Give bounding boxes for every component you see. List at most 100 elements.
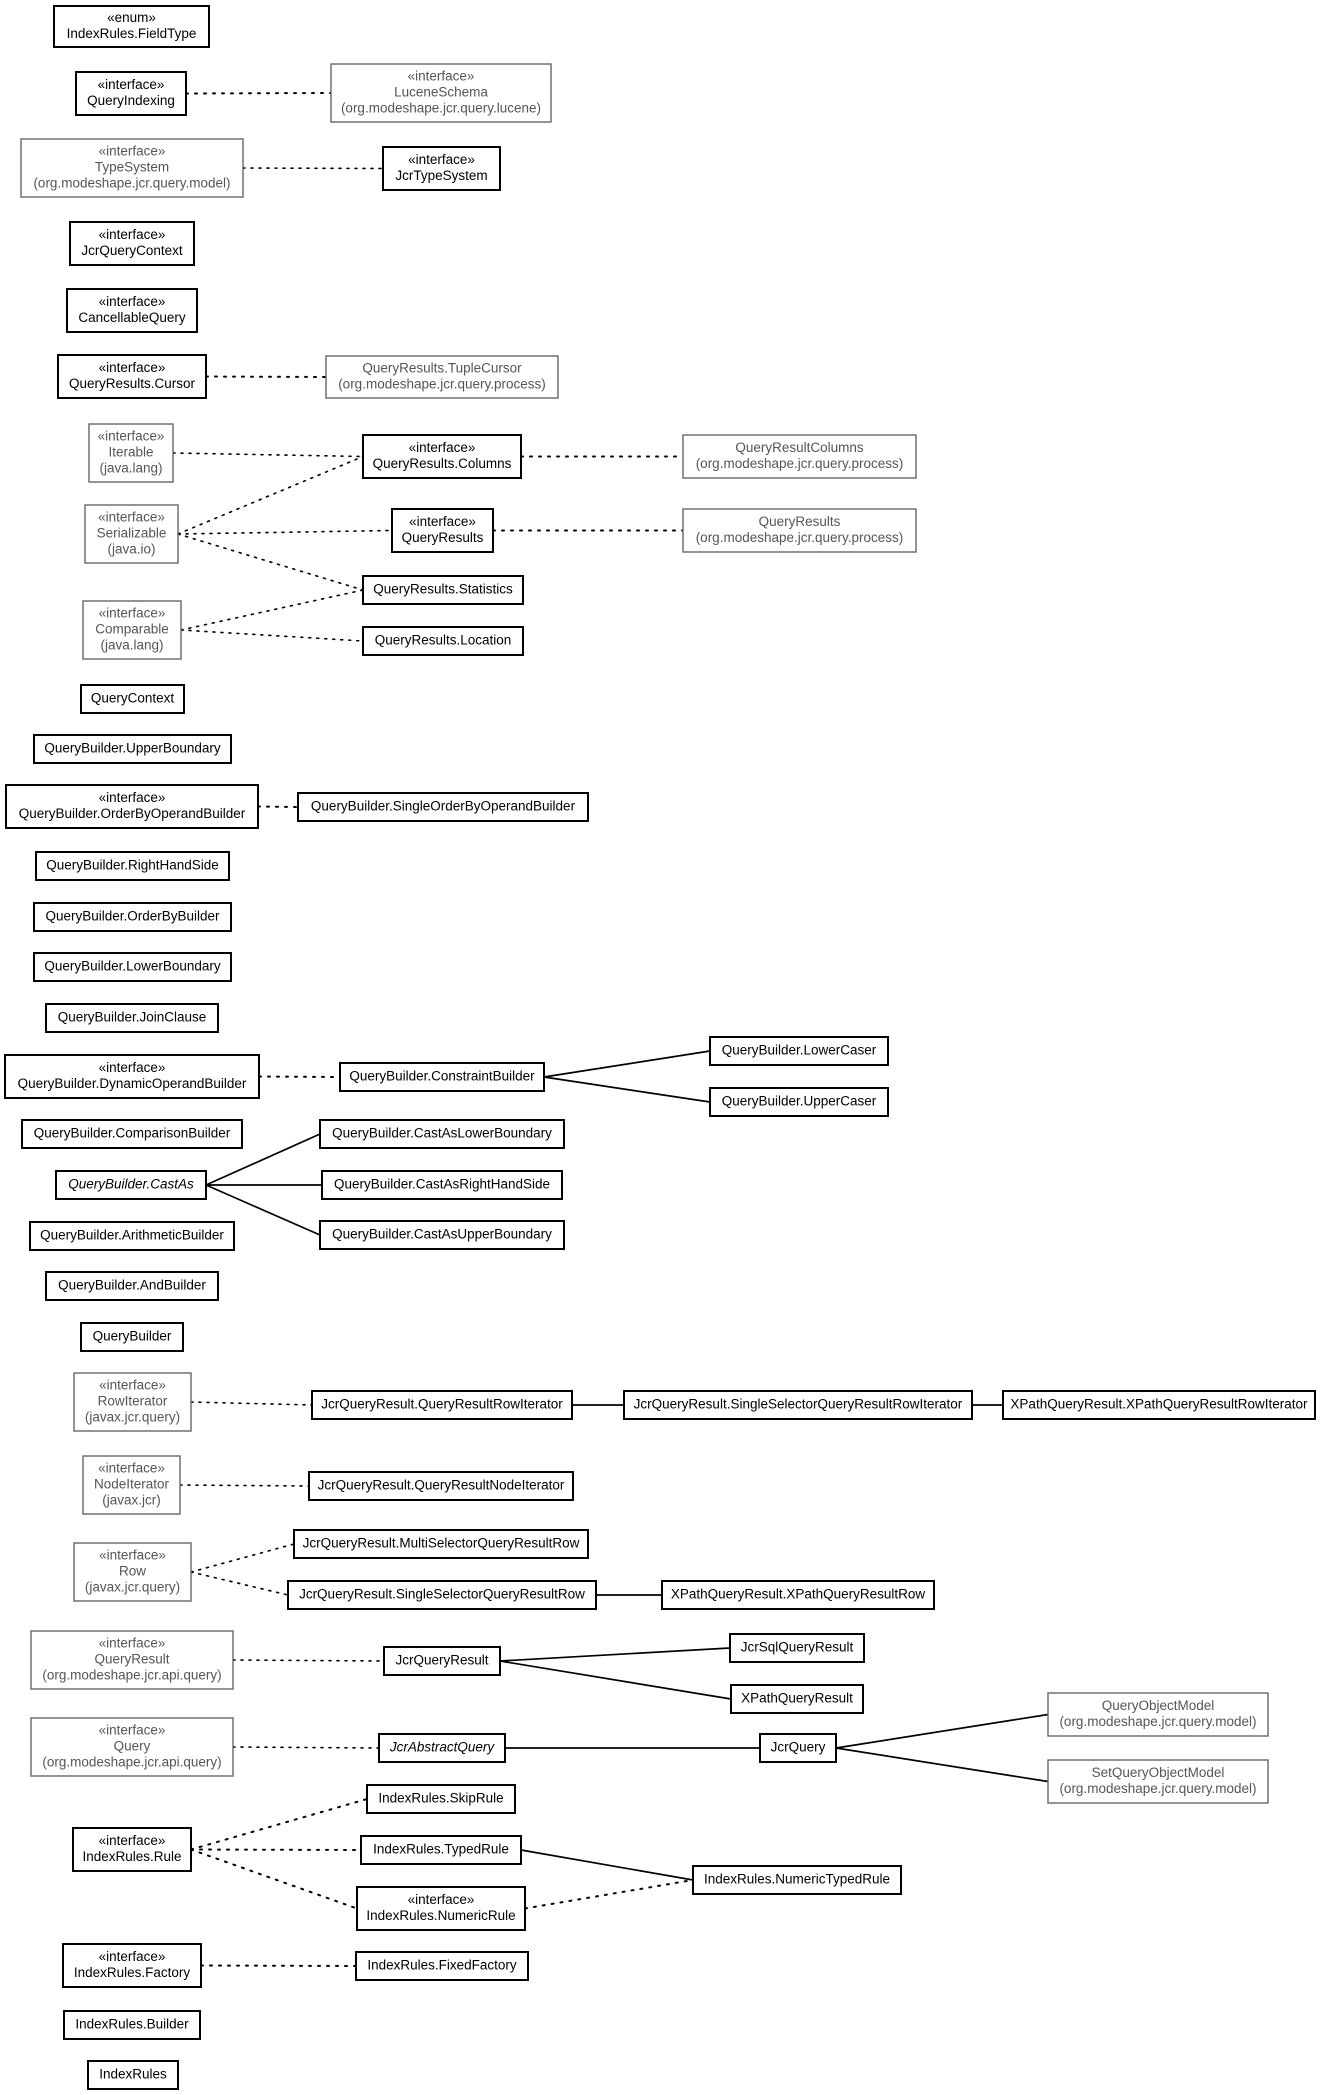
- edge-irrule-to-irtypedrule: [190, 1848, 362, 1851]
- class-box: [360, 1835, 522, 1865]
- stereotype-label: «interface»: [99, 790, 166, 805]
- class-name-label: QueryBuilder.CastAs: [68, 1177, 194, 1192]
- class-box: [362, 575, 524, 605]
- class-name-label: (org.modeshape.jcr.query.lucene): [341, 101, 541, 116]
- class-box: [378, 1733, 506, 1763]
- class-box: [82, 1455, 181, 1515]
- class-box: [20, 138, 244, 198]
- class-box: [623, 1390, 973, 1420]
- class-name-label: IndexRules.SkipRule: [378, 1791, 503, 1806]
- stereotype-label: «interface»: [99, 227, 166, 242]
- class-name-label: IndexRules.Factory: [74, 1965, 191, 1980]
- class-box: [33, 952, 232, 982]
- class-box: [45, 1003, 219, 1033]
- class-name-label: (javax.jcr.query): [85, 1580, 180, 1595]
- class-name-label: (java.lang): [100, 638, 163, 653]
- class-node-queryresults: «interface»QueryResults: [391, 508, 494, 553]
- edge-irtypedrule-to-irnumerictypedrule: [520, 1849, 694, 1881]
- class-node-irnumerictypedrule: IndexRules.NumericTypedRule: [692, 1865, 902, 1895]
- stereotype-label: «interface»: [99, 294, 166, 309]
- class-box: [297, 792, 589, 822]
- edge-nodeiterator-to-jqrnodeiter: [179, 1484, 310, 1487]
- class-node-qrcursor: «interface»QueryResults.Cursor: [57, 354, 207, 399]
- edge-irfactory-to-irfixedfactory: [200, 1964, 357, 1967]
- edge-comparable-to-qrstatistics: [180, 589, 364, 631]
- class-node-xpathrowiter: XPathQueryResult.XPathQueryResultRowIter…: [1002, 1390, 1316, 1420]
- class-name-label: QueryBuilder.SingleOrderByOperandBuilder: [311, 799, 576, 814]
- class-name-label: Serializable: [97, 526, 167, 541]
- class-node-irfixedfactory: IndexRules.FixedFactory: [355, 1951, 529, 1981]
- class-name-label: QueryBuilder.OrderByBuilder: [45, 909, 220, 924]
- class-node-qrcolumns: «interface»QueryResults.Columns: [362, 434, 522, 479]
- stereotype-label: «interface»: [98, 429, 165, 444]
- class-name-label: (java.lang): [99, 461, 162, 476]
- class-box: [35, 851, 230, 881]
- class-box: [319, 1119, 565, 1149]
- class-node-qbcastupper: QueryBuilder.CastAsUpperBoundary: [319, 1220, 565, 1250]
- edge-queryindexing-to-luceneschema: [185, 92, 332, 95]
- class-node-qband: QueryBuilder.AndBuilder: [45, 1271, 219, 1301]
- class-name-label: CancellableQuery: [78, 310, 186, 325]
- class-node-irtypedrule: IndexRules.TypedRule: [360, 1835, 522, 1865]
- class-box: [73, 1372, 192, 1432]
- class-box: [730, 1684, 864, 1714]
- stereotype-label: «interface»: [408, 152, 475, 167]
- class-box: [321, 1170, 563, 1200]
- class-name-label: Row: [119, 1564, 146, 1579]
- stereotype-label: «enum»: [107, 10, 156, 25]
- class-node-qbrhs: QueryBuilder.RightHandSide: [35, 851, 230, 881]
- edge-jcrqueryresult-to-xpathqueryresult: [499, 1660, 732, 1700]
- edge-jcrquery-to-queryobjectmodel: [835, 1713, 1049, 1749]
- edge-comparable-to-qrlocation: [180, 629, 364, 642]
- class-node-queryobjectmodel: QueryObjectModel(org.modeshape.jcr.query…: [1047, 1692, 1269, 1737]
- class-box: [661, 1580, 935, 1610]
- class-box: [75, 71, 187, 116]
- class-box: [80, 684, 185, 714]
- class-node-iterable: «interface»Iterable(java.lang): [88, 423, 174, 483]
- stereotype-label: «interface»: [99, 360, 166, 375]
- stereotype-label: «interface»: [408, 69, 475, 84]
- class-name-label: JcrSqlQueryResult: [741, 1640, 854, 1655]
- class-name-label: (org.modeshape.jcr.query.process): [696, 456, 904, 471]
- edge-rowiterator-to-jqrrowiter: [190, 1401, 313, 1406]
- edge-jcrquery-to-setqueryobjectmodel: [835, 1747, 1049, 1783]
- class-name-label: JcrQueryResult.MultiSelectorQueryResultR…: [303, 1536, 580, 1551]
- edge-queryresultapi-to-jcrqueryresult: [232, 1659, 385, 1662]
- class-node-jcrtypesystem: «interface»JcrTypeSystem: [382, 146, 501, 191]
- class-name-label: QueryBuilder.OrderByOperandBuilder: [19, 806, 246, 821]
- class-node-jqrsinglerow: JcrQueryResult.SingleSelectorQueryResult…: [287, 1580, 597, 1610]
- class-name-label: QueryResults.Location: [375, 633, 512, 648]
- class-node-qbarith: QueryBuilder.ArithmeticBuilder: [29, 1221, 235, 1251]
- edge-qbconstraint-to-qbuppercaser: [543, 1076, 711, 1103]
- class-node-serializable: «interface»Serializable(java.io): [84, 504, 179, 564]
- class-box: [339, 1062, 545, 1092]
- class-name-label: IndexRules.Builder: [75, 2017, 189, 2032]
- class-name-label: TypeSystem: [95, 160, 169, 175]
- class-box: [709, 1036, 889, 1066]
- edge-typesystem-to-jcrtypesystem: [242, 167, 384, 170]
- class-box: [366, 1784, 516, 1814]
- class-node-qbcomparison: QueryBuilder.ComparisonBuilder: [21, 1119, 243, 1149]
- class-name-label: Comparable: [95, 622, 169, 637]
- class-node-fieldtype: «enum»IndexRules.FieldType: [53, 5, 210, 48]
- class-node-setqueryobjectmodel: SetQueryObjectModel(org.modeshape.jcr.qu…: [1047, 1759, 1269, 1804]
- class-box: [21, 1119, 243, 1149]
- class-box: [53, 5, 210, 48]
- class-node-jqrrowiter: JcrQueryResult.QueryResultRowIterator: [311, 1390, 573, 1420]
- class-name-label: QueryBuilder.CastAsLowerBoundary: [332, 1126, 552, 1141]
- class-node-queryapi: «interface»Query(org.modeshape.jcr.api.q…: [30, 1717, 234, 1777]
- class-box: [66, 288, 198, 333]
- edge-qbdynamic-to-qbconstraint: [258, 1075, 341, 1078]
- class-name-label: RowIterator: [98, 1394, 168, 1409]
- class-name-label: QueryContext: [91, 691, 175, 706]
- class-name-label: QueryBuilder.UpperCaser: [722, 1094, 877, 1109]
- class-node-typesystem: «interface»TypeSystem(org.modeshape.jcr.…: [20, 138, 244, 198]
- class-name-label: JcrQueryResult.QueryResultNodeIterator: [318, 1478, 565, 1493]
- class-name-label: QueryIndexing: [87, 93, 175, 108]
- stereotype-label: «interface»: [99, 1723, 166, 1738]
- class-node-qbsingleorderby: QueryBuilder.SingleOrderByOperandBuilder: [297, 792, 589, 822]
- class-node-jcrsqlqueryresult: JcrSqlQueryResult: [729, 1633, 865, 1663]
- stereotype-label: «interface»: [99, 606, 166, 621]
- edge-row-to-jqrsinglerow: [190, 1571, 289, 1596]
- class-box: [57, 354, 207, 399]
